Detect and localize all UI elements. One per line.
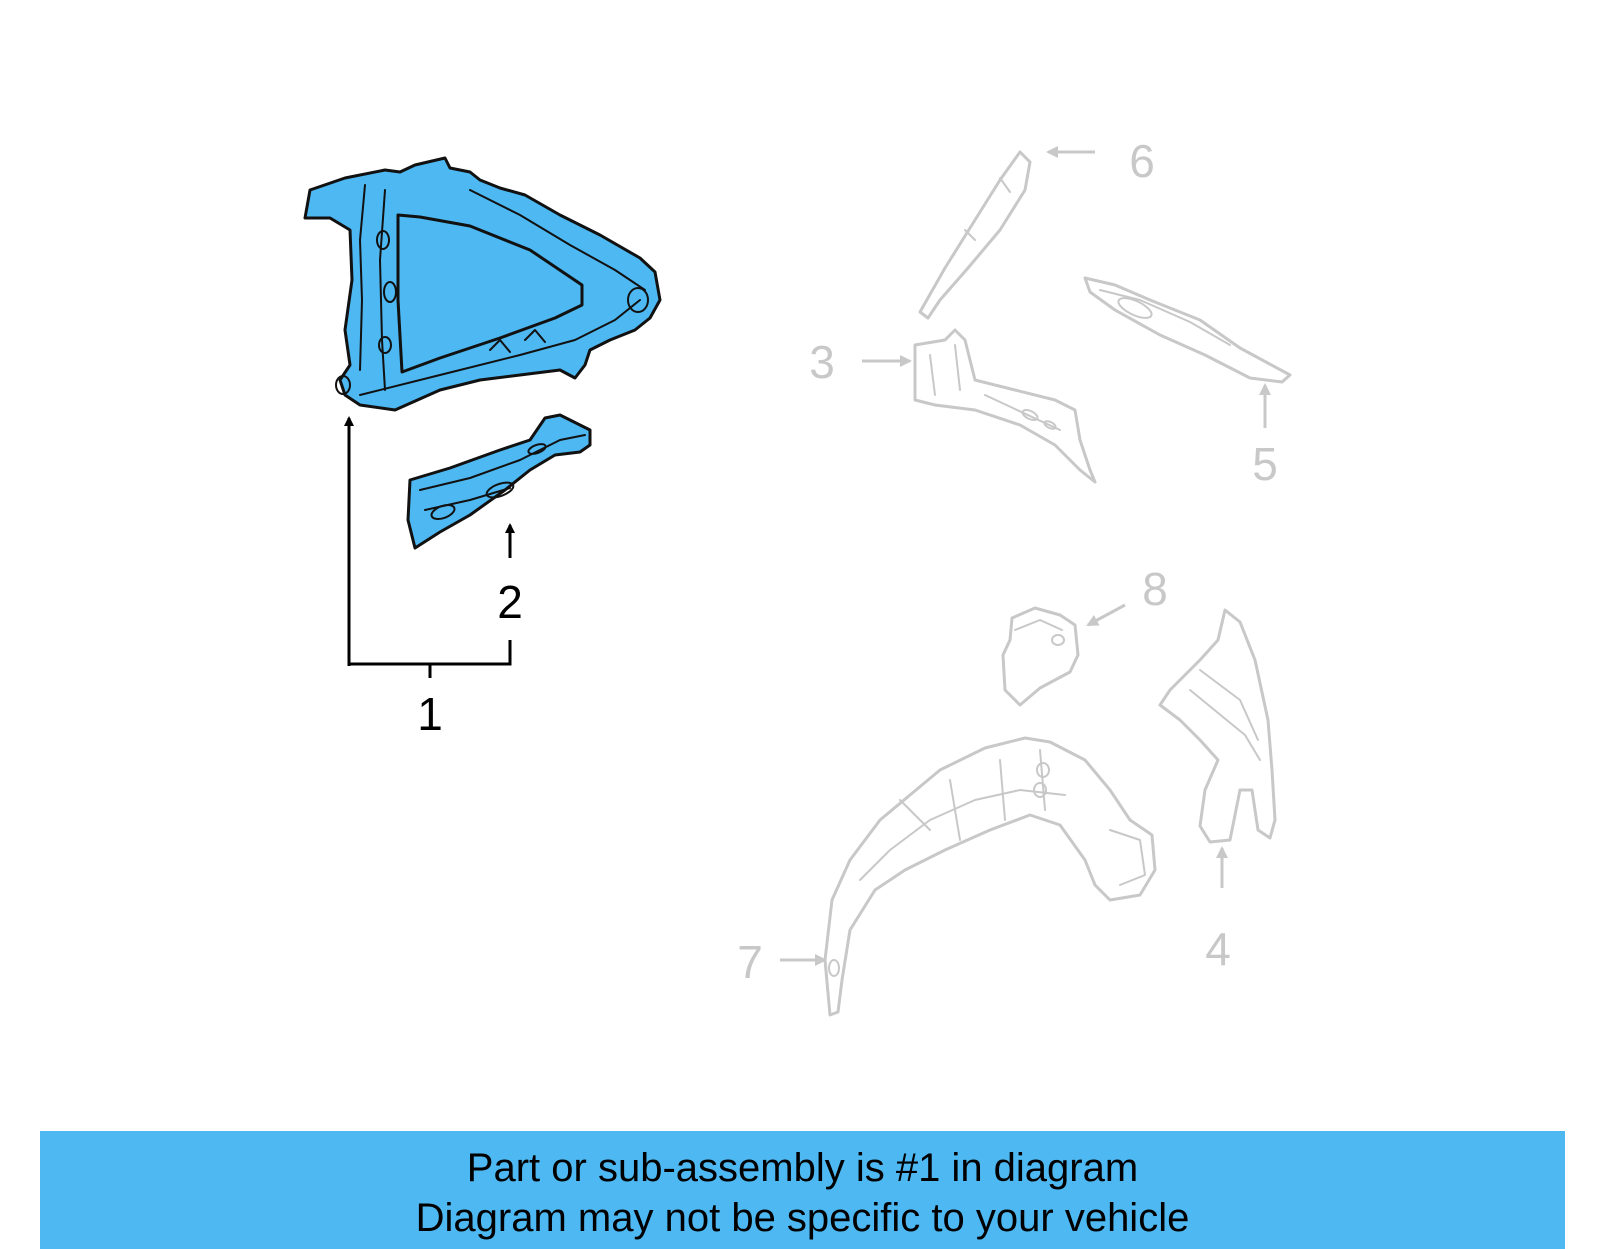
callout-4: 4 [1205,923,1231,975]
callout-5: 5 [1252,438,1278,490]
info-banner: Part or sub-assembly is #1 in diagram Di… [40,1131,1565,1249]
part-8-ghost [1001,606,1080,707]
part-1-quarter-inner-panel[interactable] [303,156,662,412]
callout-6: 6 [1129,135,1155,187]
part-5-ghost [1083,276,1292,384]
banner-line-2: Diagram may not be specific to your vehi… [415,1196,1190,1240]
callout-7: 7 [737,936,763,988]
callout-2: 2 [497,576,523,628]
part-7-ghost [823,736,1157,1017]
part-3-ghost [913,328,1097,484]
leader-1-bracket [344,416,512,678]
banner-line-1: Part or sub-assembly is #1 in diagram [466,1146,1139,1190]
part-4-ghost [1158,608,1277,844]
part-2-reinforcement[interactable] [406,413,592,550]
callout-1: 1 [417,688,443,740]
part-6-ghost [918,150,1032,320]
callout-8: 8 [1142,563,1168,615]
leader-8 [1086,603,1126,627]
callout-3: 3 [809,336,835,388]
